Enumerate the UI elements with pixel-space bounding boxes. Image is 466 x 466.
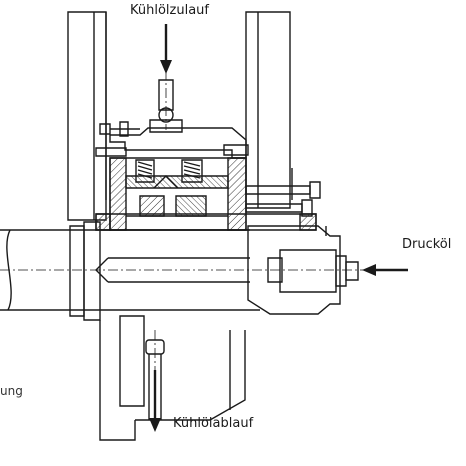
spring-pack-left bbox=[136, 160, 154, 182]
outlet-arrow bbox=[149, 370, 161, 432]
shaft bbox=[0, 222, 260, 320]
lower-pedestal bbox=[100, 316, 245, 440]
left-frame-column bbox=[68, 12, 106, 220]
shaft-bore bbox=[96, 258, 250, 282]
pressure-oil-arrow bbox=[362, 264, 408, 276]
inlet-arrow bbox=[160, 24, 172, 74]
top-bolts bbox=[100, 122, 140, 136]
truncated-label: ung bbox=[0, 384, 23, 398]
right-frame-column bbox=[246, 12, 290, 208]
coolant-outlet-label: Kühlölablauf bbox=[173, 416, 254, 431]
end-connector-housing bbox=[248, 226, 358, 314]
bearing-housing bbox=[110, 158, 246, 230]
side-bolts bbox=[246, 168, 320, 216]
pressure-oil-label: Drucköl bbox=[402, 237, 452, 252]
coolant-inlet-label: Kühlölzulauf bbox=[130, 3, 209, 18]
spring-pack-right bbox=[182, 160, 202, 182]
